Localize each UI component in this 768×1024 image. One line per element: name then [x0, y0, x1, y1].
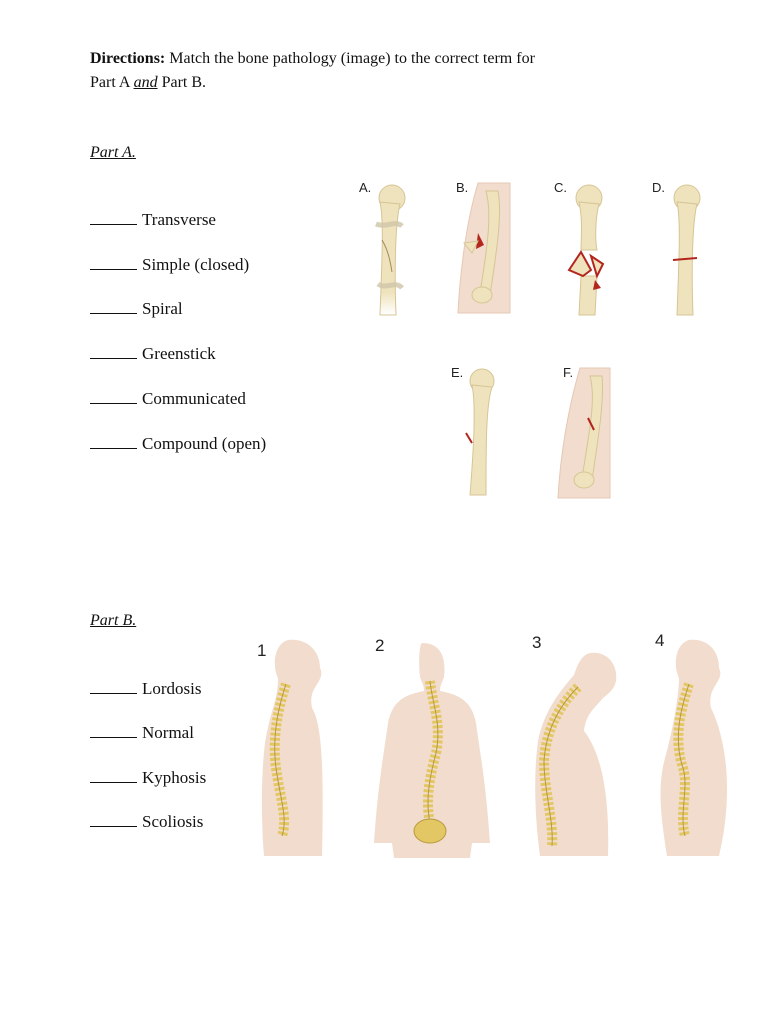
part-a-item: Transverse [90, 210, 216, 230]
answer-blank[interactable] [90, 679, 137, 694]
directions-label: Directions: [90, 50, 166, 67]
part-a-item: Communicated [90, 389, 246, 409]
directions-line-1: Directions: Match the bone pathology (im… [90, 47, 650, 71]
answer-blank[interactable] [90, 255, 137, 270]
spine-label-4: 4 [655, 631, 665, 650]
fracture-image-e [465, 368, 495, 496]
directions-part-b: Part B. [157, 74, 207, 91]
part-b-item: Scoliosis [90, 812, 203, 832]
answer-blank[interactable] [90, 812, 137, 827]
figure-label-a: A. [359, 180, 372, 195]
term-greenstick: Greenstick [142, 344, 216, 363]
spine-image-4 [660, 639, 727, 856]
spine-image-2 [374, 643, 490, 858]
term-lordosis: Lordosis [142, 679, 202, 698]
part-a-heading: Part A. [90, 144, 136, 161]
fracture-image-a [375, 184, 406, 316]
directions-part-a: Part A [90, 74, 134, 91]
part-b-item: Normal [90, 723, 194, 743]
part-a-item: Compound (open) [90, 434, 266, 454]
answer-blank[interactable] [90, 389, 137, 404]
figure-label-c: C. [554, 180, 567, 195]
term-kyphosis: Kyphosis [142, 768, 207, 787]
spine-label-2: 2 [375, 636, 385, 655]
figure-label-f: F. [563, 365, 574, 380]
directions-line-2: Part A and Part B. [90, 71, 650, 95]
term-spiral: Spiral [142, 299, 183, 318]
answer-blank[interactable] [90, 723, 137, 738]
answer-blank[interactable] [90, 768, 137, 783]
figure-label-b: B. [456, 180, 469, 195]
spine-image-3 [535, 652, 617, 856]
directions: Directions: Match the bone pathology (im… [90, 47, 650, 95]
part-b-item: Lordosis [90, 679, 202, 699]
term-transverse: Transverse [142, 210, 216, 229]
spine-label-3: 3 [532, 633, 542, 652]
part-b-heading: Part B. [90, 612, 137, 629]
part-a-item: Greenstick [90, 344, 216, 364]
answer-blank[interactable] [90, 344, 137, 359]
term-simple-closed: Simple (closed) [142, 255, 250, 274]
part-a-item: Simple (closed) [90, 255, 249, 275]
answer-blank[interactable] [90, 299, 137, 314]
fracture-image-c [567, 184, 605, 316]
figure-label-e: E. [451, 365, 464, 380]
part-b-item: Kyphosis [90, 768, 206, 788]
spine-image-1 [261, 639, 323, 856]
term-normal: Normal [142, 723, 194, 742]
directions-text: Match the bone pathology (image) to the … [165, 50, 535, 67]
answer-blank[interactable] [90, 434, 137, 449]
term-communicated: Communicated [142, 389, 246, 408]
fracture-image-d [672, 184, 701, 316]
term-scoliosis: Scoliosis [142, 812, 204, 831]
term-compound-open: Compound (open) [142, 434, 267, 453]
answer-blank[interactable] [90, 210, 137, 225]
fracture-image-b [457, 182, 511, 314]
figure-label-d: D. [652, 180, 665, 195]
fracture-image-f [557, 367, 611, 499]
directions-and: and [133, 74, 158, 91]
spine-label-1: 1 [257, 641, 267, 660]
part-a-item: Spiral [90, 299, 183, 319]
